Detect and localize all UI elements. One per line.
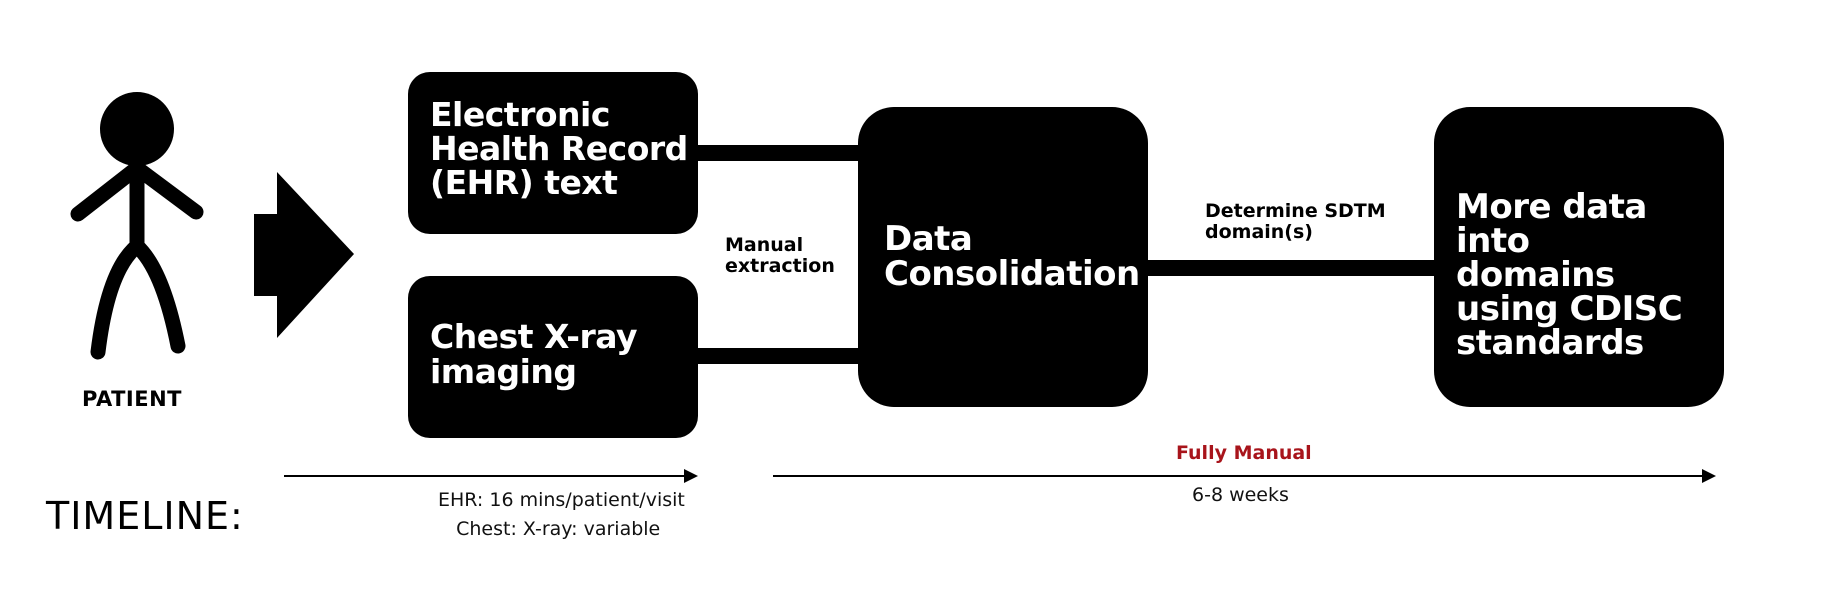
manual-extraction-label: Manual extraction xyxy=(725,234,835,277)
data-consolidation-box-label: Data Consolidation xyxy=(884,219,1140,294)
timeline-arrow-1-head-icon xyxy=(684,469,698,483)
timeline-arrow-2-head-icon xyxy=(1702,469,1716,483)
data-consolidation-box: Data Consolidation xyxy=(858,107,1148,407)
chest-xray-box-label: Chest X-ray imaging xyxy=(430,317,638,391)
patient-figure-icon xyxy=(70,92,204,360)
chest-xray-box: Chest X-ray imaging xyxy=(408,276,698,438)
determine-sdtm-label: Determine SDTM domain(s) xyxy=(1205,200,1386,243)
cdisc-domains-box: More data into domains using CDISC stand… xyxy=(1434,107,1724,407)
timeline-segment-2-text: 6-8 weeks xyxy=(1192,484,1289,506)
timeline-title: TIMELINE: xyxy=(46,494,244,538)
timeline-status-badge: Fully Manual xyxy=(1176,442,1312,464)
connector-lines xyxy=(690,145,1442,364)
cdisc-domains-box-label: More data into domains using CDISC stand… xyxy=(1456,187,1683,363)
timeline-arrows xyxy=(284,469,1716,483)
ehr-text-box: Electronic Health Record (EHR) text xyxy=(408,72,698,234)
patient-label: PATIENT xyxy=(82,387,182,411)
ehr-text-box-label: Electronic Health Record (EHR) text xyxy=(430,95,688,202)
timeline-segment-1-text: EHR: 16 mins/patient/visit Chest: X-ray:… xyxy=(438,489,685,540)
patient-to-sources-arrow-icon xyxy=(254,172,354,338)
